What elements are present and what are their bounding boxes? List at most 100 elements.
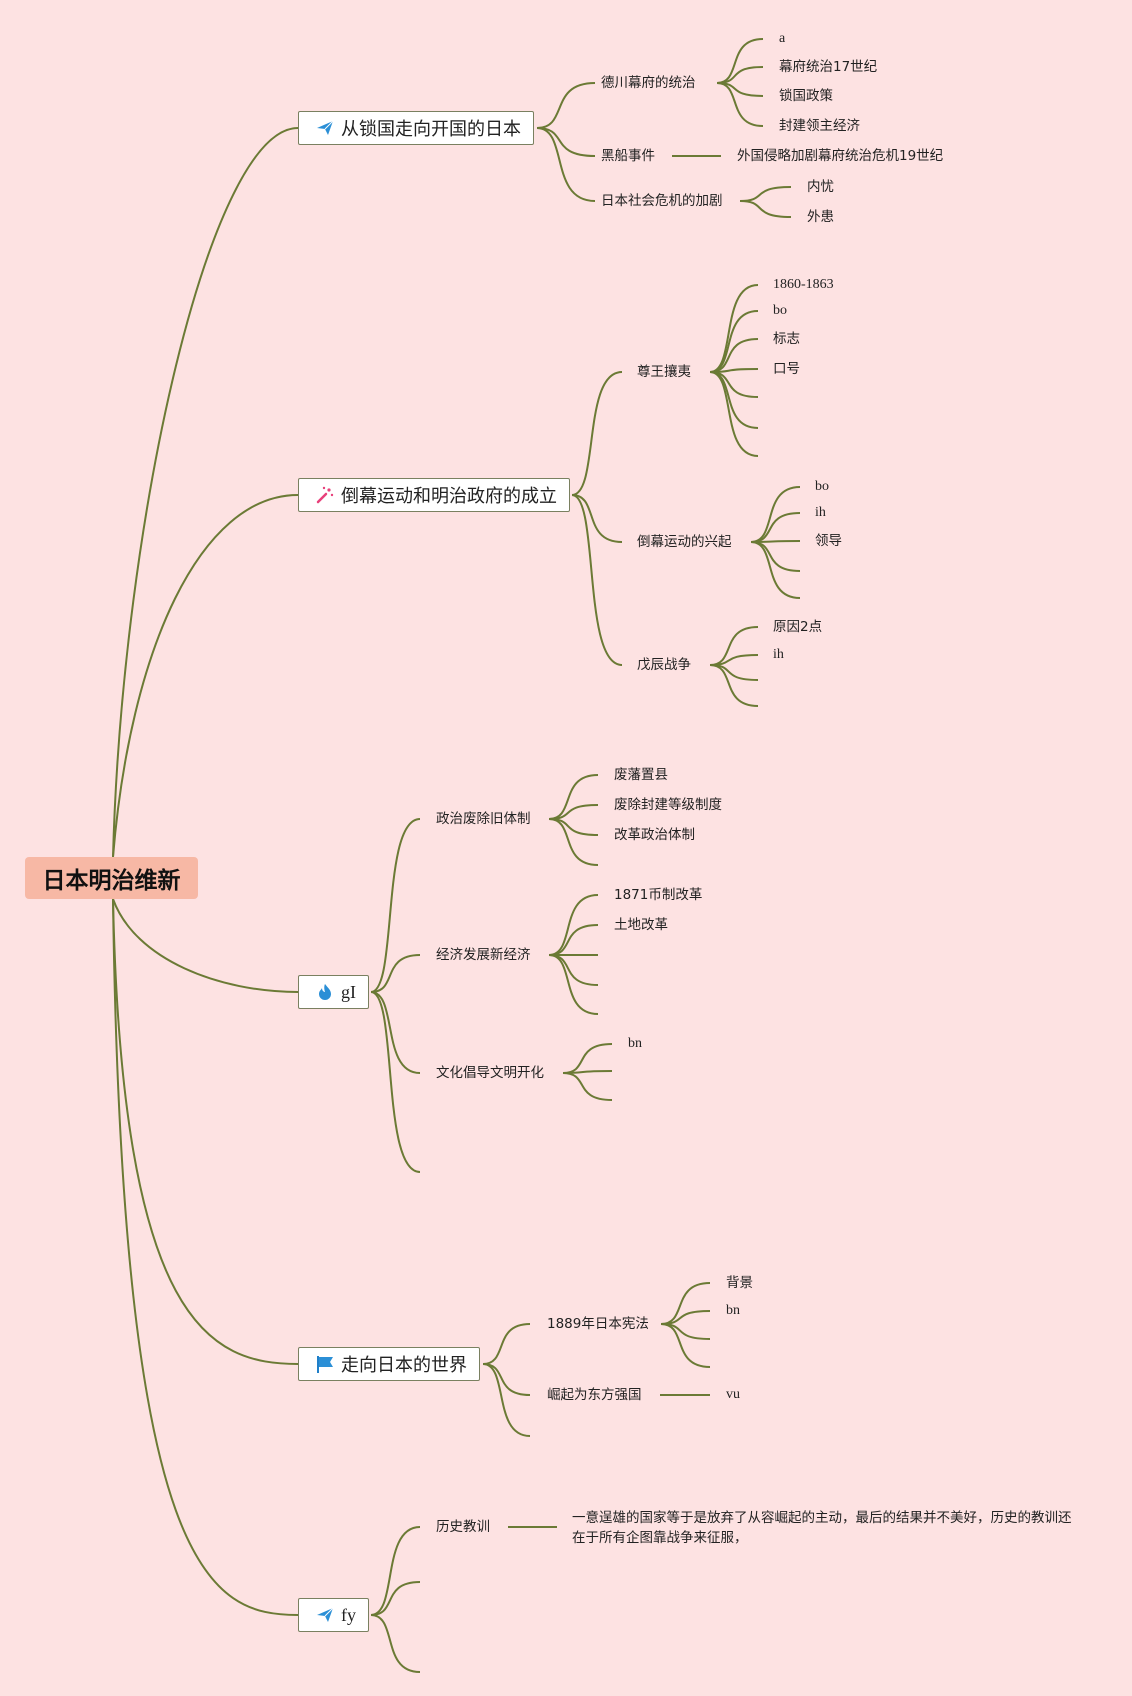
leaf-connector <box>709 664 759 707</box>
branch-connector <box>536 82 596 129</box>
leaf-connector <box>562 1043 613 1074</box>
fire-icon <box>315 982 335 1002</box>
leaf[interactable]: 锁国政策 <box>779 88 833 104</box>
leaf[interactable]: 领导 <box>815 533 842 549</box>
branch-connector <box>482 1363 531 1437</box>
root-connector <box>112 127 299 858</box>
leaf[interactable]: vu <box>726 1387 740 1402</box>
leaf-connector <box>562 1072 613 1101</box>
leaf-connector <box>548 954 599 986</box>
leaf[interactable]: 废除封建等级制度 <box>614 797 722 813</box>
leaf[interactable]: 幕府统治17世纪 <box>779 59 878 75</box>
branch-topic-2[interactable]: 倒幕运动和明治政府的成立 <box>298 478 570 512</box>
leaf[interactable]: 外患 <box>807 209 834 225</box>
branch-label: 从锁国走向开国的日本 <box>341 119 521 140</box>
branch-connector <box>571 371 623 496</box>
root-connector <box>112 494 299 858</box>
subtopic-boshin-war[interactable]: 戊辰战争 <box>637 657 691 673</box>
leaf-connector <box>716 38 764 84</box>
leaf[interactable]: 封建领主经济 <box>779 118 860 134</box>
branch-connector <box>482 1363 531 1396</box>
branch-connector <box>536 127 596 157</box>
branch-connector <box>571 494 623 666</box>
leaf-connector <box>739 186 792 202</box>
leaf-connector <box>548 924 599 956</box>
branch-connector <box>536 127 596 202</box>
subtopic-1889-constitution[interactable]: 1889年日本宪法 <box>547 1316 649 1332</box>
subtopic-black-ships[interactable]: 黑船事件 <box>601 148 655 164</box>
leaf[interactable]: a <box>779 31 786 46</box>
branch-topic-4[interactable]: 走向日本的世界 <box>298 1347 480 1381</box>
branch-label: 倒幕运动和明治政府的成立 <box>341 486 557 507</box>
subtopic-tokugawa-rule[interactable]: 德川幕府的统治 <box>601 75 696 91</box>
leaf[interactable]: bn <box>628 1036 642 1051</box>
branch-connector <box>370 1614 421 1673</box>
paper-plane-icon <box>315 1605 335 1625</box>
leaf-connector <box>750 541 801 572</box>
leaf[interactable]: 口号 <box>773 361 800 377</box>
branch-connector <box>370 818 421 993</box>
leaf-connector <box>709 371 759 457</box>
leaf[interactable]: bo <box>815 479 829 494</box>
leaf[interactable]: 背景 <box>726 1275 753 1291</box>
leaf-connector <box>548 774 599 820</box>
leaf-connector <box>660 1282 711 1325</box>
root-connector <box>112 898 299 993</box>
branch-topic-5[interactable]: fy <box>298 1598 369 1632</box>
branch-label: 走向日本的世界 <box>341 1355 467 1376</box>
subtopic-eastern-power[interactable]: 崛起为东方强国 <box>547 1387 642 1403</box>
subtopic-historical-lesson[interactable]: 历史教训 <box>436 1519 490 1535</box>
leaf[interactable]: 标志 <box>773 331 800 347</box>
branch-topic-3[interactable]: gI <box>298 975 369 1009</box>
leaf-connector <box>750 512 801 543</box>
leaf[interactable]: 土地改革 <box>614 917 668 933</box>
branch-connector <box>370 954 421 993</box>
root-connector <box>112 898 299 1616</box>
lesson-note[interactable]: 一意逞雄的国家等于是放弃了从容崛起的主动，最后的结果并不美好，历史的教训还在于所… <box>572 1510 1072 1546</box>
branch-label: fy <box>341 1604 356 1625</box>
leaf[interactable]: 1871币制改革 <box>614 887 703 903</box>
leaf[interactable]: 1860-1863 <box>773 277 834 292</box>
root-connector <box>112 898 299 1365</box>
leaf-connector <box>548 894 599 956</box>
flag-icon <box>315 1354 335 1374</box>
leaf-connector <box>716 82 764 127</box>
subtopic-sonno-joi[interactable]: 尊王攘夷 <box>637 364 691 380</box>
paper-plane-icon <box>315 118 335 138</box>
leaf[interactable]: bn <box>726 1303 740 1318</box>
leaf[interactable]: 原因2点 <box>773 619 823 635</box>
leaf-connector <box>548 818 599 866</box>
leaf-connector <box>660 1323 711 1368</box>
leaf[interactable]: 内忧 <box>807 179 834 195</box>
leaf[interactable]: 外国侵略加剧幕府统治危机19世纪 <box>737 148 944 164</box>
leaf-connector <box>750 541 801 599</box>
subtopic-social-crisis[interactable]: 日本社会危机的加剧 <box>601 193 723 209</box>
branch-connector <box>370 991 421 1173</box>
leaf[interactable]: bo <box>773 303 787 318</box>
branch-connector <box>370 1526 421 1616</box>
leaf-connector <box>709 626 759 666</box>
branch-connector <box>482 1323 531 1365</box>
magic-wand-icon <box>315 485 335 505</box>
leaf-connector <box>739 200 792 218</box>
leaf[interactable]: ih <box>815 505 826 520</box>
leaf-connector <box>709 338 759 373</box>
subtopic-political-reform[interactable]: 政治废除旧体制 <box>436 811 531 827</box>
leaf-connector <box>750 486 801 543</box>
branch-topic-1[interactable]: 从锁国走向开国的日本 <box>298 111 534 145</box>
leaf[interactable]: 废藩置县 <box>614 767 668 783</box>
leaf-connector <box>709 371 759 429</box>
subtopic-tobaku-movement[interactable]: 倒幕运动的兴起 <box>637 534 732 550</box>
leaf[interactable]: ih <box>773 647 784 662</box>
leaf-connector <box>548 954 599 1015</box>
leaf-connector <box>750 540 801 543</box>
subtopic-cultural-reform[interactable]: 文化倡导文明开化 <box>436 1065 544 1081</box>
subtopic-economic-reform[interactable]: 经济发展新经济 <box>436 947 531 963</box>
branch-connector <box>370 991 421 1074</box>
leaf-connector <box>709 310 759 373</box>
root-topic[interactable]: 日本明治维新 <box>25 857 198 899</box>
branch-label: gI <box>341 981 356 1002</box>
leaf[interactable]: 改革政治体制 <box>614 827 695 843</box>
